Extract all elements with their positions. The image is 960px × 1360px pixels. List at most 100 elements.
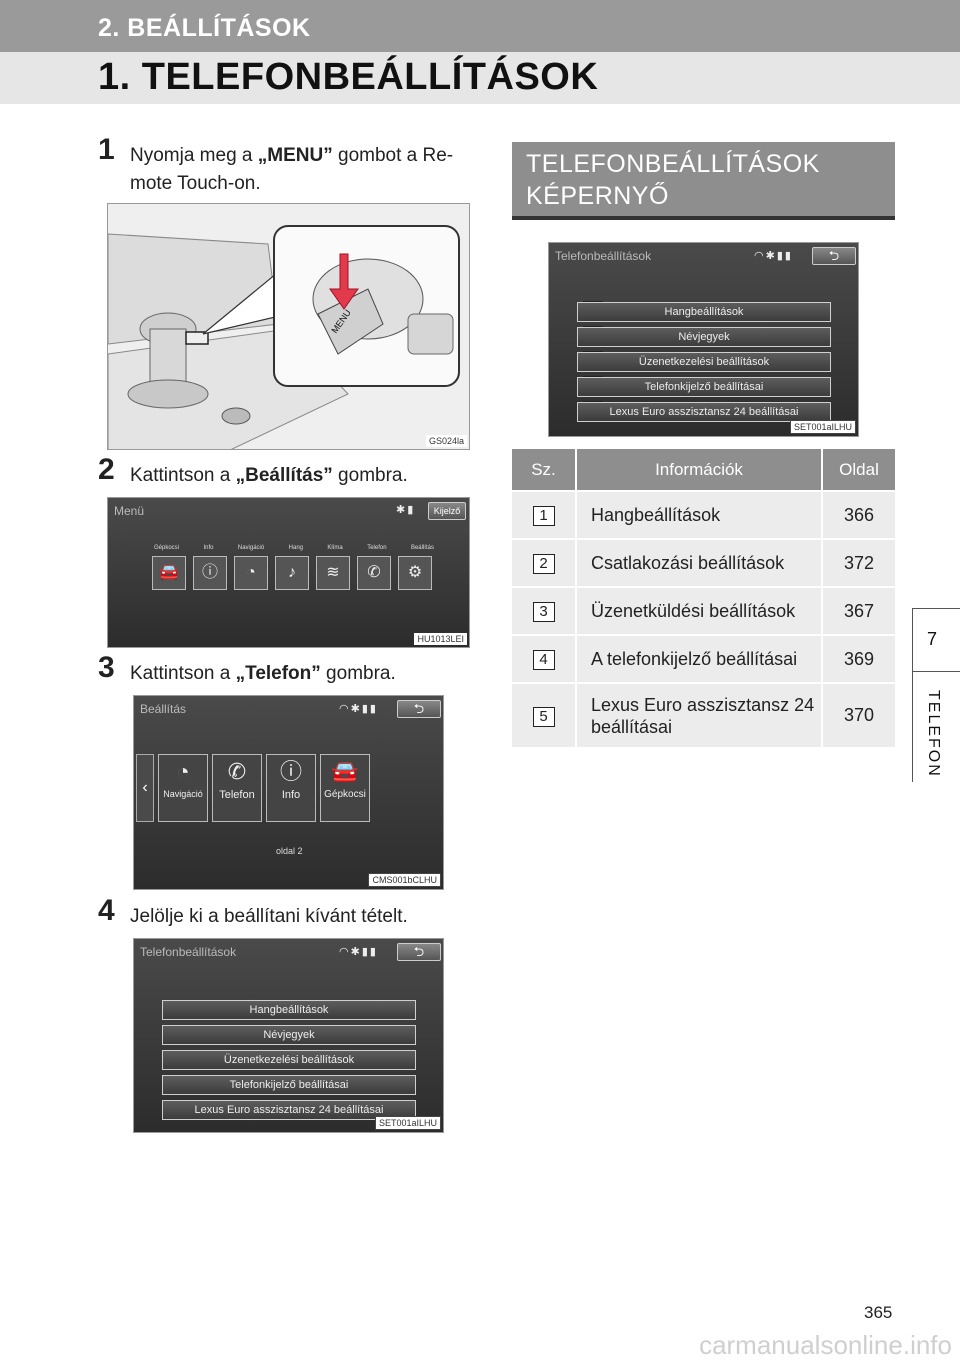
step-text-end: gombra. xyxy=(320,663,396,684)
figure-code: GS024la xyxy=(425,435,467,447)
row-page: 367 xyxy=(822,586,895,635)
row-number: 3 xyxy=(532,602,555,622)
right-section-header: TELEFONBEÁLLÍTÁSOK KÉPERNYŐ xyxy=(512,142,895,220)
tile-phone[interactable]: ✆ Telefon xyxy=(212,754,262,822)
phone-icon: ✆ xyxy=(227,759,247,784)
tile-label: Telefon xyxy=(219,789,255,801)
settings-icon[interactable]: ⚙ xyxy=(398,556,432,590)
status-icons: ◠✱▮▮ xyxy=(339,946,378,958)
step-2: 2 Kattintson a „Beállítás” gombra. xyxy=(98,455,480,490)
row-info: A telefonkijelző beállításai xyxy=(576,634,823,683)
step-number: 1 xyxy=(98,133,115,166)
tile-label: Info xyxy=(281,789,301,801)
section-header: 2. BEÁLLÍTÁSOK xyxy=(0,0,960,52)
watermark: carmanualsonline.info xyxy=(699,1330,952,1360)
figure-code: HU1013LEI xyxy=(414,633,467,645)
table-row: 5 Lexus Euro asszisztansz 24 beállításai… xyxy=(512,682,895,747)
table-row: 3 Üzenetküldési beállítások 367 xyxy=(512,586,895,635)
row-number: 4 xyxy=(532,650,555,670)
phone-icon[interactable]: ✆ xyxy=(357,556,391,590)
row-number: 5 xyxy=(532,706,555,727)
header-info: Információk xyxy=(576,449,823,491)
back-button[interactable]: ⮌ xyxy=(397,943,441,961)
list-item-display[interactable]: Telefonkijelző beállításai xyxy=(162,1075,416,1095)
info-table: Sz. Információk Oldal 1 Hangbeállítások … xyxy=(512,449,895,747)
list-item-contacts[interactable]: Névjegyek xyxy=(162,1025,416,1045)
menu-label: Klíma xyxy=(327,545,343,551)
header-number: Sz. xyxy=(512,449,577,491)
row-page: 370 xyxy=(822,682,895,747)
list-item-sound[interactable]: Hangbeállítások xyxy=(577,302,831,322)
menu-label: Telefon xyxy=(367,545,387,551)
menu-label: Info xyxy=(203,545,214,551)
list-item-sound[interactable]: Hangbeállítások xyxy=(162,1000,416,1020)
page-number: 365 xyxy=(864,1303,893,1322)
section-title: 2. BEÁLLÍTÁSOK xyxy=(98,14,311,42)
info-icon[interactable]: ⓘ xyxy=(193,556,227,590)
menu-icons: 🚘 ⓘ ◔ ♪ ≋ ✆ ⚙ xyxy=(152,556,432,590)
screen-title: Telefonbeállítások xyxy=(555,249,652,263)
list-item-assistance[interactable]: Lexus Euro asszisztansz 24 beállításai xyxy=(577,402,831,422)
settings-tiles: ◔ Navigáció ✆ Telefon ⓘ Info 🚘 Gépkocsi xyxy=(158,754,370,822)
prev-page-button[interactable]: ‹ xyxy=(136,754,154,822)
row-info: Hangbeállítások xyxy=(576,490,823,539)
info-icon: ⓘ xyxy=(279,759,302,784)
step-bold: „MENU” xyxy=(257,145,333,166)
car-icon[interactable]: 🚘 xyxy=(152,556,186,590)
step-text-end: gombra. xyxy=(332,465,408,486)
navigation-icon[interactable]: ◔ xyxy=(234,556,268,590)
back-button[interactable]: ⮌ xyxy=(397,700,441,718)
back-button[interactable]: ⮌ xyxy=(812,247,856,265)
table-row: 4 A telefonkijelző beállításai 369 xyxy=(512,634,895,683)
phone-settings-screen-numbered: Telefonbeállítások ◠✱▮▮ ⮌ 1 2 3 4 5 Hang… xyxy=(548,242,859,437)
status-icons: ✱▮ xyxy=(396,504,416,516)
step-bold: „Telefon” xyxy=(235,663,321,684)
climate-icon[interactable]: ≋ xyxy=(316,556,350,590)
menu-label: Hang xyxy=(288,545,303,551)
tile-navigation[interactable]: ◔ Navigáció xyxy=(158,754,208,822)
navigation-icon: ◔ xyxy=(176,759,190,784)
row-page: 372 xyxy=(822,538,895,587)
step-3: 3 Kattintson a „Telefon” gombra. xyxy=(98,653,480,688)
row-info: Lexus Euro asszisztansz 24 beállításai xyxy=(576,682,823,747)
row-page: 369 xyxy=(822,634,895,683)
kijelzo-button[interactable]: Kijelző xyxy=(428,502,466,520)
row-info: Csatlakozási beállítások xyxy=(576,538,823,587)
list-item-messaging[interactable]: Üzenetkezelési beállítások xyxy=(577,352,831,372)
step-text: Nyomja meg a xyxy=(130,145,258,166)
right-section-title: TELEFONBEÁLLÍTÁSOK KÉPERNYŐ xyxy=(526,150,820,210)
tile-label: Gépkocsi xyxy=(324,789,366,800)
menu-screen: Menü ✱▮ Kijelző Gépkocsi Info Navigáció … xyxy=(107,497,470,648)
list-item-display[interactable]: Telefonkijelző beállításai xyxy=(577,377,831,397)
screen-title: Telefonbeállítások xyxy=(140,945,237,959)
status-icons: ◠✱▮▮ xyxy=(754,250,793,262)
tile-label: Navigáció xyxy=(163,789,203,799)
remote-touch-illustration: MENU GS024la xyxy=(107,203,470,450)
chapter-tab[interactable]: 7 xyxy=(912,608,960,672)
row-info: Üzenetküldési beállítások xyxy=(576,586,823,635)
step-1: 1 Nyomja meg a „MENU” gombot a Re-mote T… xyxy=(98,135,480,198)
list-item-messaging[interactable]: Üzenetkezelési beállítások xyxy=(162,1050,416,1070)
tile-info[interactable]: ⓘ Info xyxy=(266,754,316,822)
table-row: 2 Csatlakozási beállítások 372 xyxy=(512,538,895,587)
tile-vehicle[interactable]: 🚘 Gépkocsi xyxy=(320,754,370,822)
status-icons: ◠✱▮▮ xyxy=(339,703,378,715)
table-row: 1 Hangbeállítások 366 xyxy=(512,490,895,539)
music-note-icon[interactable]: ♪ xyxy=(275,556,309,590)
menu-label: Beállítás xyxy=(410,545,434,551)
list-item-assistance[interactable]: Lexus Euro asszisztansz 24 beállításai xyxy=(162,1100,416,1120)
phone-settings-screen: Telefonbeállítások ◠✱▮▮ ⮌ Hangbeállításo… xyxy=(133,938,444,1133)
screen-title: Beállítás xyxy=(140,702,187,716)
figure-code: SET001aILHU xyxy=(789,420,856,434)
page-indicator: oldal 2 xyxy=(276,846,303,856)
step-4: 4 Jelölje ki a beállítani kívánt tételt. xyxy=(98,896,480,931)
list-item-contacts[interactable]: Névjegyek xyxy=(577,327,831,347)
step-text: Jelölje ki a beállítani kívánt tételt. xyxy=(130,906,408,927)
figure-code: CMS001bCLHU xyxy=(368,873,441,887)
row-number: 2 xyxy=(532,554,555,574)
settings-screen: Beállítás ◠✱▮▮ ⮌ ‹ ◔ Navigáció ✆ Telefon… xyxy=(133,695,444,890)
step-text: Kattintson a xyxy=(130,663,236,684)
row-number: 1 xyxy=(532,506,555,526)
step-number: 3 xyxy=(98,651,115,684)
screen-title: Menü xyxy=(114,504,145,518)
